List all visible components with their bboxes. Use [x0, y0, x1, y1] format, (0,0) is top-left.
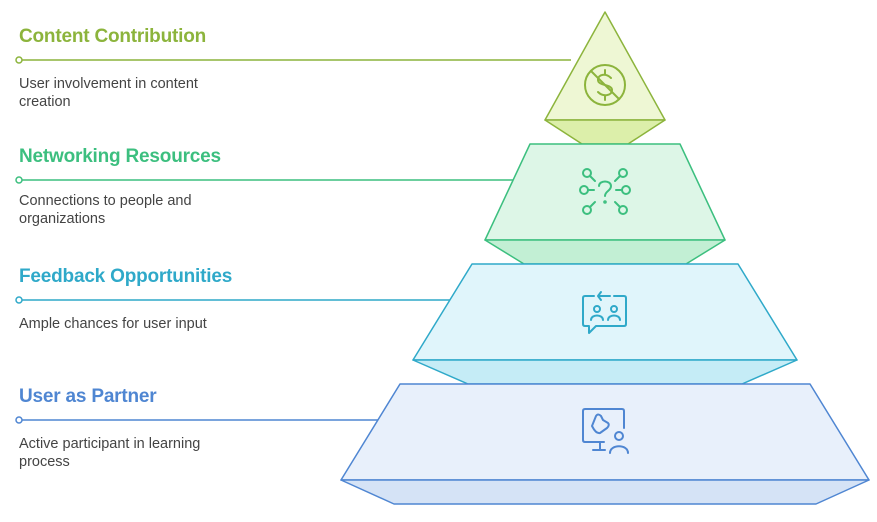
title-content-contribution: Content Contribution [19, 26, 207, 47]
desc-user-as-partner: Active participant in learning process [19, 436, 201, 470]
title-user-as-partner: User as Partner [19, 386, 157, 407]
title-networking-resources: Networking Resources [19, 146, 221, 167]
connector-dot-feedback-opportunities [15, 296, 23, 304]
tier-feedback-opportunities [15, 263, 798, 385]
tier-face-user-as-partner [340, 383, 870, 481]
dollar-off-icon [584, 64, 626, 106]
tier-face-networking-resources [484, 143, 726, 241]
presenter-screen-icon [582, 408, 629, 454]
title-feedback-opportunities: Feedback Opportunities [19, 266, 233, 287]
connector-dot-user-as-partner [15, 416, 23, 424]
tier-bottom-user-as-partner [340, 479, 870, 505]
desc-content-contribution: User involvement in content creation [19, 76, 198, 110]
feedback-chat-icon [582, 291, 627, 334]
tier-face-feedback-opportunities [412, 263, 798, 361]
desc-networking-resources: Connections to people and organizations [19, 193, 192, 227]
tier-user-as-partner [15, 383, 870, 505]
tier-bottom-content-contribution [544, 119, 666, 145]
network-question-icon [579, 168, 631, 215]
desc-feedback-opportunities: Ample chances for user input [19, 316, 207, 332]
tier-bottom-feedback-opportunities [412, 359, 798, 385]
connector-dot-networking-resources [15, 176, 23, 184]
tier-content-contribution [15, 11, 666, 145]
connector-dot-content-contribution [15, 56, 23, 64]
tier-bottom-networking-resources [484, 239, 726, 265]
